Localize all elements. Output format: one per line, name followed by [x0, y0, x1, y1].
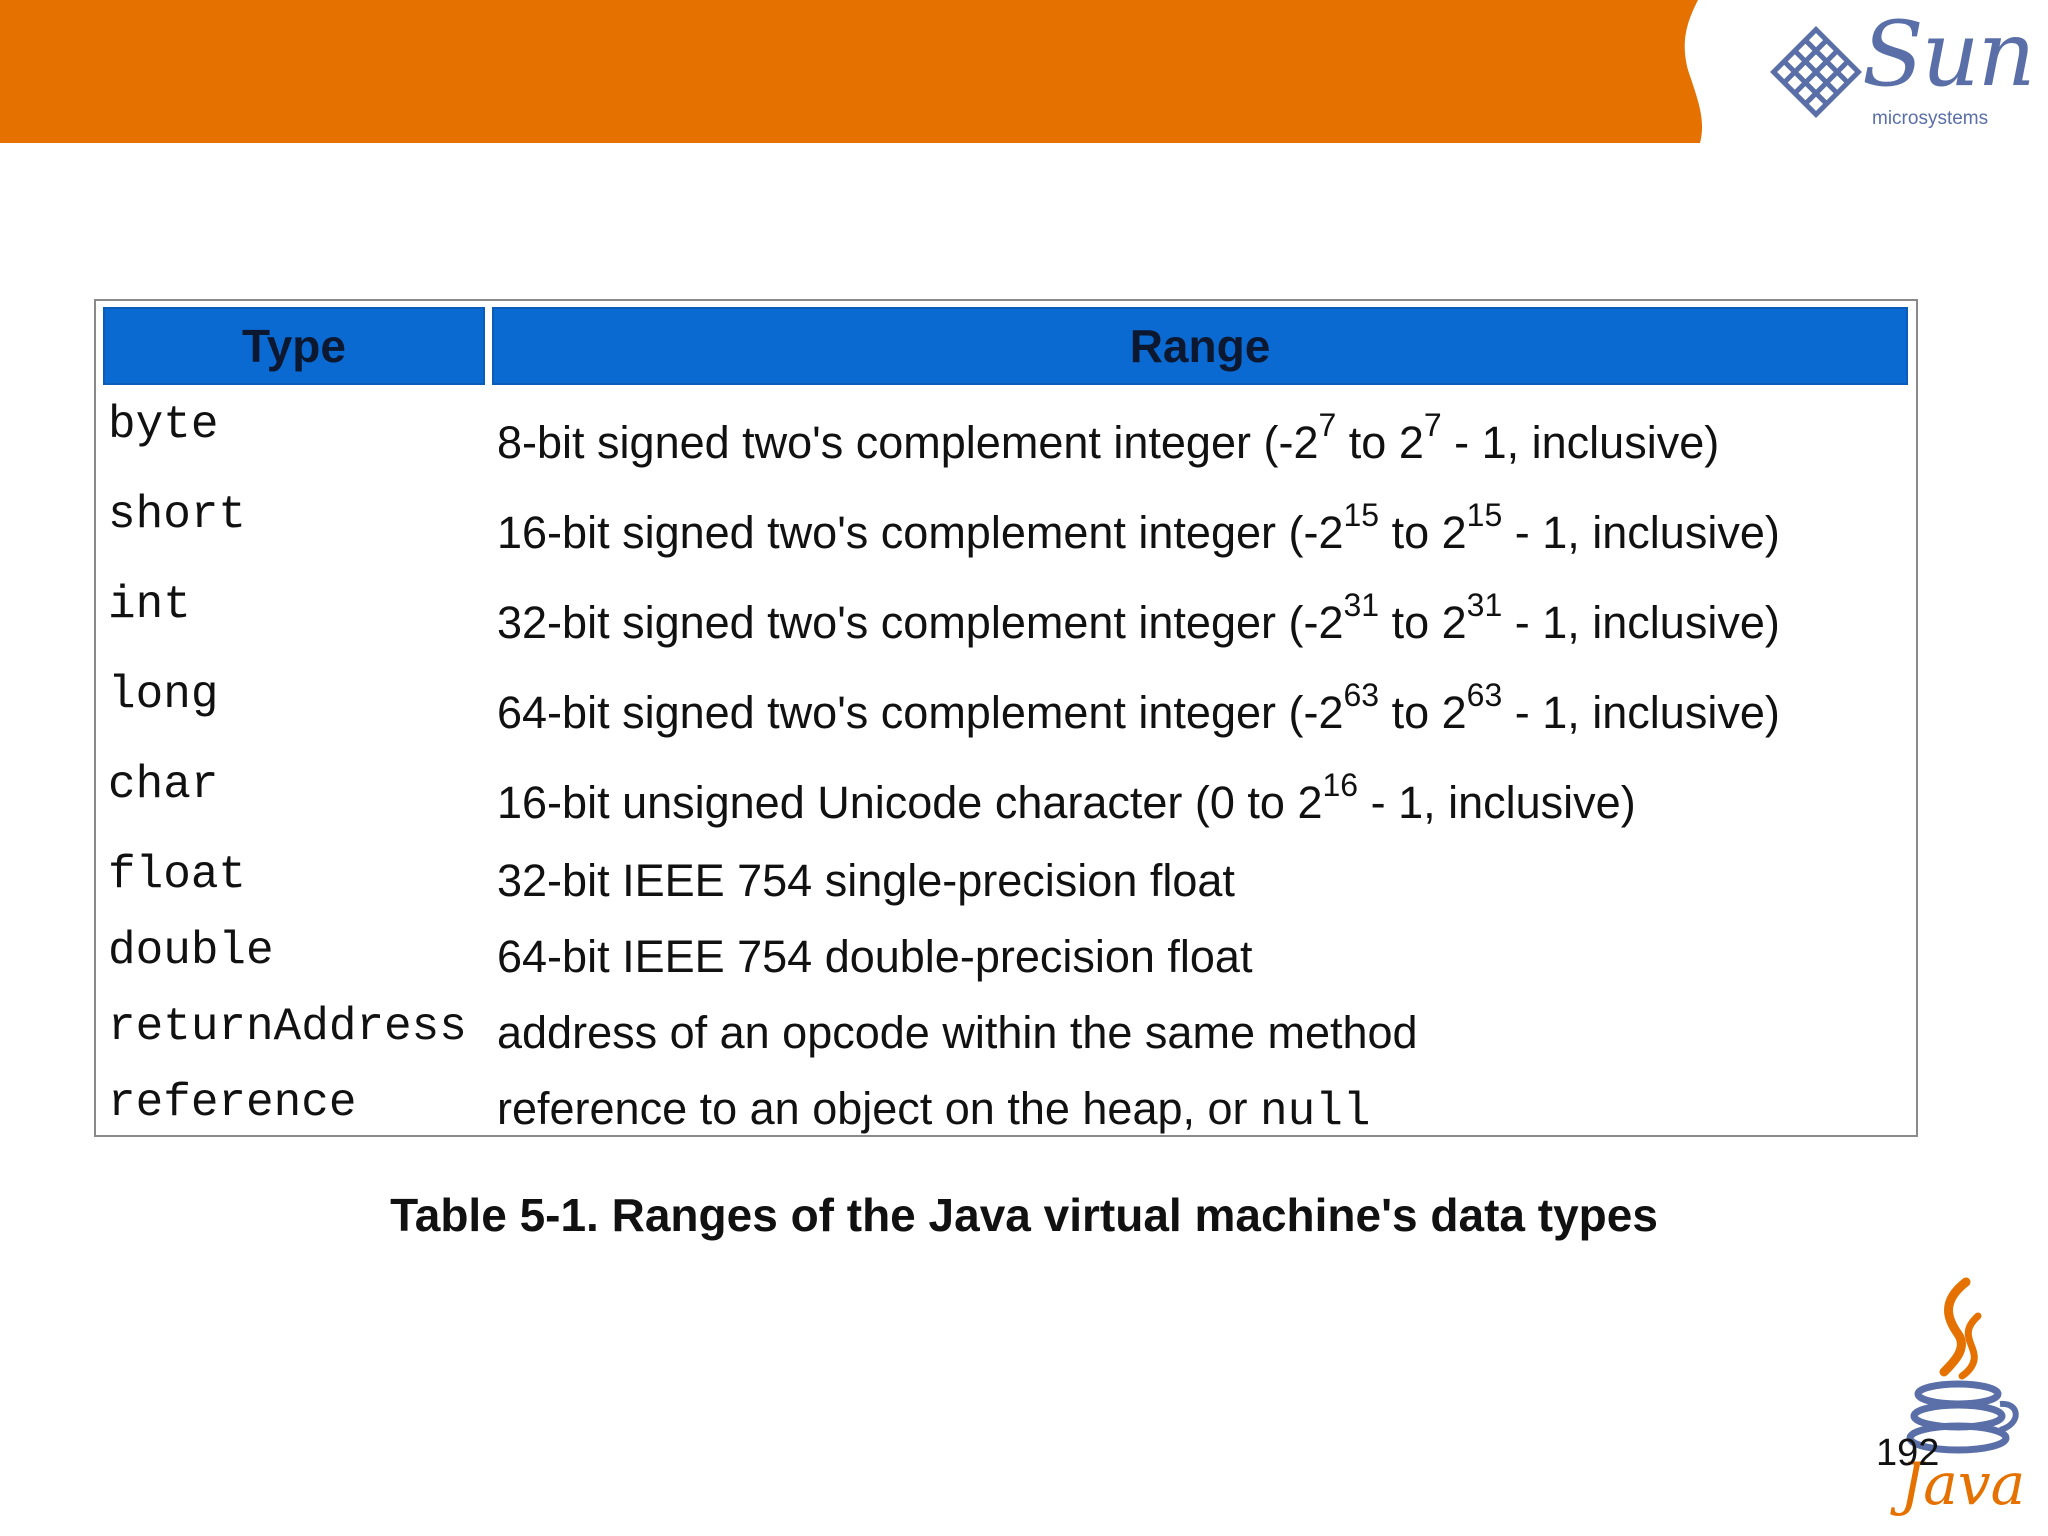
table-row: float 32-bit IEEE 754 single-precision f…	[96, 845, 1916, 921]
type-cell: short	[108, 489, 247, 541]
type-cell: long	[108, 669, 219, 721]
sun-diamond-icon	[1770, 26, 1862, 118]
column-header-range: Range	[492, 307, 1908, 385]
header-band	[0, 0, 2048, 143]
range-cell: address of an opcode within the same met…	[497, 1007, 1418, 1058]
column-header-type: Type	[103, 307, 485, 385]
range-cell: 16-bit signed two's complement integer (…	[497, 497, 1780, 558]
type-cell: byte	[108, 399, 219, 451]
range-cell: 32-bit signed two's complement integer (…	[497, 587, 1780, 648]
table-row: int 32-bit signed two's complement integ…	[96, 575, 1916, 651]
range-cell: 64-bit signed two's complement integer (…	[497, 677, 1780, 738]
table-row: byte 8-bit signed two's complement integ…	[96, 395, 1916, 471]
table-row: double 64-bit IEEE 754 double-precision …	[96, 921, 1916, 997]
range-cell: reference to an object on the heap, or n…	[497, 1083, 1371, 1138]
sun-logo-subtitle: microsystems	[1872, 108, 1989, 129]
table-row: returnAddress address of an opcode withi…	[96, 997, 1916, 1073]
range-cell: 8-bit signed two's complement integer (-…	[497, 407, 1720, 468]
java-logo-word: Java	[1890, 1450, 2025, 1516]
sun-logo-word: Sun	[1862, 2, 2036, 107]
type-cell: int	[108, 579, 191, 631]
type-cell: reference	[108, 1077, 357, 1129]
page-number: 192	[1876, 1432, 1940, 1474]
table-row: short 16-bit signed two's complement int…	[96, 485, 1916, 561]
table-row: reference reference to an object on the …	[96, 1073, 1916, 1149]
type-cell: returnAddress	[108, 1001, 467, 1053]
type-cell: float	[108, 849, 247, 901]
table-caption: Table 5-1. Ranges of the Java virtual ma…	[390, 1189, 1658, 1241]
type-cell: double	[108, 925, 274, 977]
type-cell: char	[108, 759, 219, 811]
range-cell: 16-bit unsigned Unicode character (0 to …	[497, 767, 1636, 828]
data-types-table: Type Range byte 8-bit signed two's compl…	[94, 299, 1918, 1138]
table-row: long 64-bit signed two's complement inte…	[96, 665, 1916, 741]
table-row: char 16-bit unsigned Unicode character (…	[96, 755, 1916, 831]
java-coffee-cup-icon: Java	[1890, 1277, 2025, 1516]
range-cell: 64-bit IEEE 754 double-precision float	[497, 931, 1253, 982]
range-cell: 32-bit IEEE 754 single-precision float	[497, 855, 1235, 906]
sun-microsystems-logo: Sun microsystems	[1770, 10, 2036, 136]
